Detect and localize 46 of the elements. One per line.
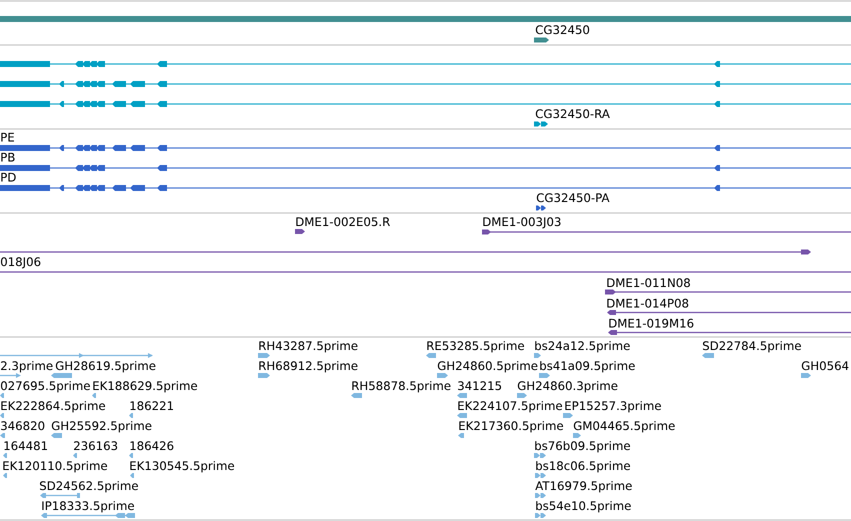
feature-label: DME1-003J03 [483,217,560,228]
feature-label: GH25592.5prime [52,421,152,432]
feature-label: PD [1,172,16,182]
feature-label: EK222864.5prime [1,401,106,412]
feature-label: CG32450-RA [536,109,610,118]
feature-label: PB [1,152,15,162]
feature-label: bs24a12.5prime [535,341,630,352]
feature-label: 2.3prime [1,361,53,372]
feature-label: IP18333.5prime [42,501,134,512]
feature-label: GH24860.5prime [438,361,538,372]
feature-label: EK120110.5prime [3,461,108,472]
feature-label: PE [1,132,14,142]
feature-label: DME1-002E05.R [296,217,390,226]
feature-label: bs54e10.5prime [536,501,631,512]
feature-label: RH68912.5prime [259,361,358,372]
feature-label: bs76b09.5prime [535,441,630,452]
feature-label: RH43287.5prime [259,341,358,352]
feature-label: SD22784.5prime [702,341,801,352]
feature-label: 236163 [74,441,118,450]
feature-label: EP15257.3prime [565,401,661,412]
feature-label: AT16979.5prime [535,481,632,492]
feature-label: 346820 [1,421,44,430]
feature-label: 027695.5prime [1,381,90,392]
feature-label: EK224107.5prime [458,401,562,412]
feature-label: SD24562.5prime [40,481,138,492]
feature-label: GM04465.5prime [574,421,675,432]
feature-label: 341215 [458,381,502,390]
feature-label: GH28619.5prime [56,361,156,372]
feature-label: CG32450 [536,25,590,34]
feature-label: CG32450-PA [536,193,610,202]
feature-label: EK130545.5prime [130,461,234,472]
feature-label: 186221 [130,401,173,410]
feature-label: DME1-014P08 [607,298,688,308]
feature-label: GH0564 [802,361,848,370]
feature-label: EK217360.5prime [459,421,564,432]
feature-label: EK188629.5prime [93,381,198,392]
feature-label: RE53285.5prime [427,341,524,352]
feature-label: 186426 [130,441,174,450]
feature-label: DME1-019M16 [609,318,694,328]
feature-label: bs18c06.5prime [536,461,630,472]
feature-label: RH58878.5prime [352,381,450,392]
feature-label: 018J06 [1,257,40,268]
feature-label: GH24860.3prime [518,381,618,392]
feature-label: DME1-011N08 [607,278,690,288]
feature-label: 164481 [4,441,47,450]
feature-label: bs41a09.5prime [540,361,635,372]
